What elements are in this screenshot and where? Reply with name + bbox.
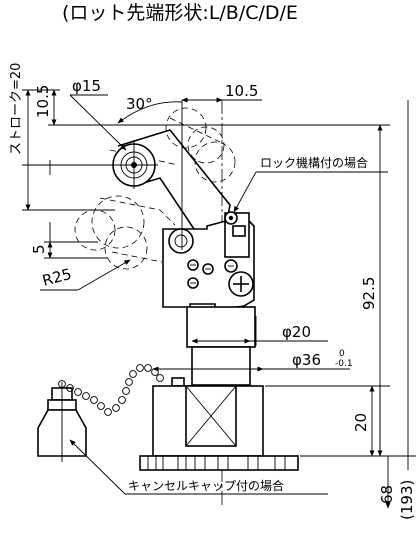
- dim-10-5-left: 10.5: [34, 85, 52, 118]
- dim-193: (193): [398, 480, 416, 520]
- valve-head: [162, 211, 255, 311]
- svg-text:92.5: 92.5: [360, 277, 378, 310]
- cancel-cap: [37, 382, 87, 462]
- dim-phi36-tol-lower: -0.1: [335, 359, 353, 369]
- dim-phi20: φ20: [282, 323, 311, 341]
- dim-phi36-tol-upper: 0: [339, 349, 345, 359]
- dim-phi15: φ15: [72, 77, 101, 95]
- dim-68: 68: [378, 485, 396, 504]
- roller-lever: [110, 129, 231, 239]
- dimension-lines: [22, 89, 416, 509]
- dim-92-5: 92.5: [360, 277, 378, 310]
- dim-10-5-top: 10.5: [225, 82, 258, 100]
- dim-phi36: φ36: [292, 351, 321, 369]
- stroke-label: ストローク=20: [9, 63, 24, 155]
- svg-text:68: 68: [378, 485, 396, 504]
- dim-30-deg: 30°: [126, 95, 153, 113]
- rod-tip-note: (ロット先端形状:L/B/C/D/E: [62, 2, 298, 24]
- dim-r25: R25: [40, 265, 73, 290]
- dim-5: 5: [30, 244, 48, 254]
- rod: [186, 306, 257, 386]
- stroke-dimension: ストローク=20: [9, 63, 24, 155]
- base-housing: [139, 377, 299, 471]
- svg-text:20: 20: [352, 413, 370, 432]
- cancel-cap-note: キャンセルキャップ付の場合: [128, 478, 284, 493]
- dim-20: 20: [352, 413, 370, 432]
- lock-mechanism-note: ロック機構付の場合: [260, 155, 368, 170]
- svg-text:(193): (193): [398, 480, 416, 520]
- svg-text:10.5: 10.5: [34, 85, 52, 118]
- svg-text:5: 5: [30, 244, 48, 254]
